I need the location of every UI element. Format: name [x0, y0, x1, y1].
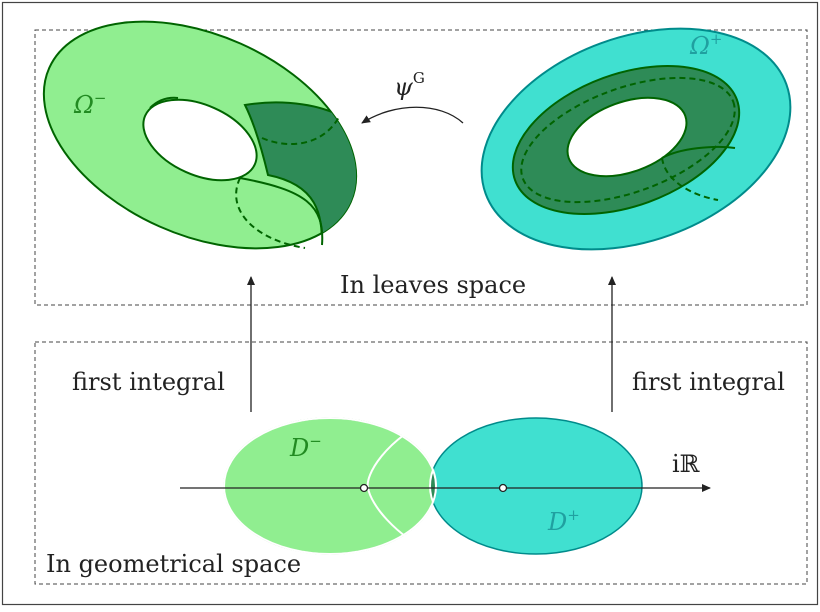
left-torus-dashed-top — [261, 114, 341, 145]
psi-map-label: ψG — [394, 69, 425, 101]
disks — [223, 417, 643, 555]
leaves-space-caption: In leaves space — [340, 271, 526, 299]
geometrical-space-panel — [34, 341, 808, 585]
axis-point-right — [498, 483, 508, 493]
right-first-integral-label: first integral — [632, 368, 785, 396]
geometrical-space-caption: In geometrical space — [46, 550, 301, 578]
psi-map-arrow — [361, 106, 464, 124]
left-first-integral-label: first integral — [72, 368, 225, 396]
right-torus-dashed-ring — [520, 76, 736, 204]
d-plus-disk — [429, 417, 643, 555]
omega-minus-label: Ω− — [73, 89, 106, 119]
right-torus-hole — [566, 96, 688, 178]
right-torus — [480, 27, 792, 251]
omega-plus-label: Ω+ — [689, 30, 722, 60]
left-torus-dashed-bottom — [235, 177, 306, 249]
left-torus — [42, 20, 365, 250]
d-minus-label: D− — [289, 432, 322, 462]
axis-label: iℝ — [672, 450, 701, 478]
d-plus-label: D+ — [547, 506, 580, 536]
leaves-space-panel — [34, 29, 808, 306]
axis-point-left — [359, 483, 369, 493]
left-torus-hole — [142, 98, 258, 182]
disk-intersection — [429, 418, 436, 554]
